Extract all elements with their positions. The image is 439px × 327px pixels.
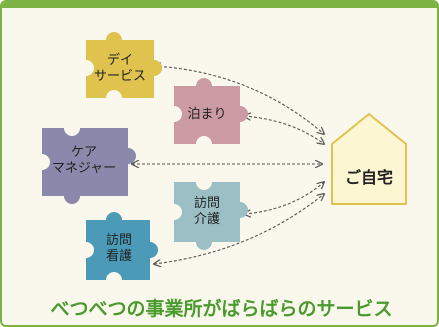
label-short-stay: 泊まり	[187, 107, 227, 122]
diagram-canvas	[42, 32, 407, 280]
puzzle-piece-short-stay	[174, 78, 248, 144]
label-care-manager: ケア マネジャー	[51, 145, 117, 176]
arrow-home-care-home	[244, 182, 324, 214]
caption-title: べつべつの事業所がばらばらのサービス	[50, 298, 393, 320]
label-visiting-nurse: 訪問 看護	[105, 233, 132, 264]
puzzle-piece-visiting-nurse	[86, 212, 158, 280]
label-day-service: デイ サービス	[93, 53, 146, 84]
service-pieces	[42, 32, 248, 280]
puzzle-piece-care-manager	[42, 128, 136, 204]
home-house-shape	[331, 112, 407, 205]
puzzle-piece-home-care	[174, 182, 248, 250]
label-home-care: 訪問 介護	[193, 196, 220, 227]
puzzle-piece-day-service	[86, 32, 162, 98]
top-border-bar	[2, 2, 437, 8]
home-label: ご自宅	[344, 168, 393, 187]
arrow-short-stay-home	[244, 116, 324, 144]
